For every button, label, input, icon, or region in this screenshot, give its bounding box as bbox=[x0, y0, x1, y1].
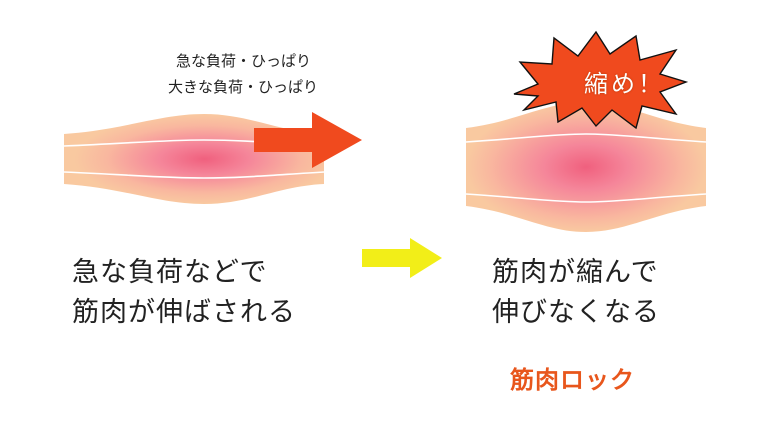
pull-arrow-icon bbox=[254, 112, 362, 168]
muscle-lock-label: 筋肉ロック bbox=[510, 366, 635, 394]
left-caption-line-1: 急な負荷などで bbox=[72, 257, 268, 288]
contracted-muscle bbox=[466, 102, 706, 232]
burst-label: 縮め！ bbox=[584, 70, 665, 98]
contraction-burst-icon bbox=[513, 30, 688, 130]
transition-arrow-icon bbox=[362, 238, 442, 278]
right-caption-line-1: 筋肉が縮んで bbox=[492, 257, 659, 288]
right-caption-line-2: 伸びなくなる bbox=[492, 297, 660, 328]
pull-note-line-2: 大きな負荷・ひっぱり bbox=[168, 78, 319, 96]
pull-note-line-1: 急な負荷・ひっぱり bbox=[176, 52, 312, 70]
left-caption-line-2: 筋肉が伸ばされる bbox=[72, 297, 296, 328]
